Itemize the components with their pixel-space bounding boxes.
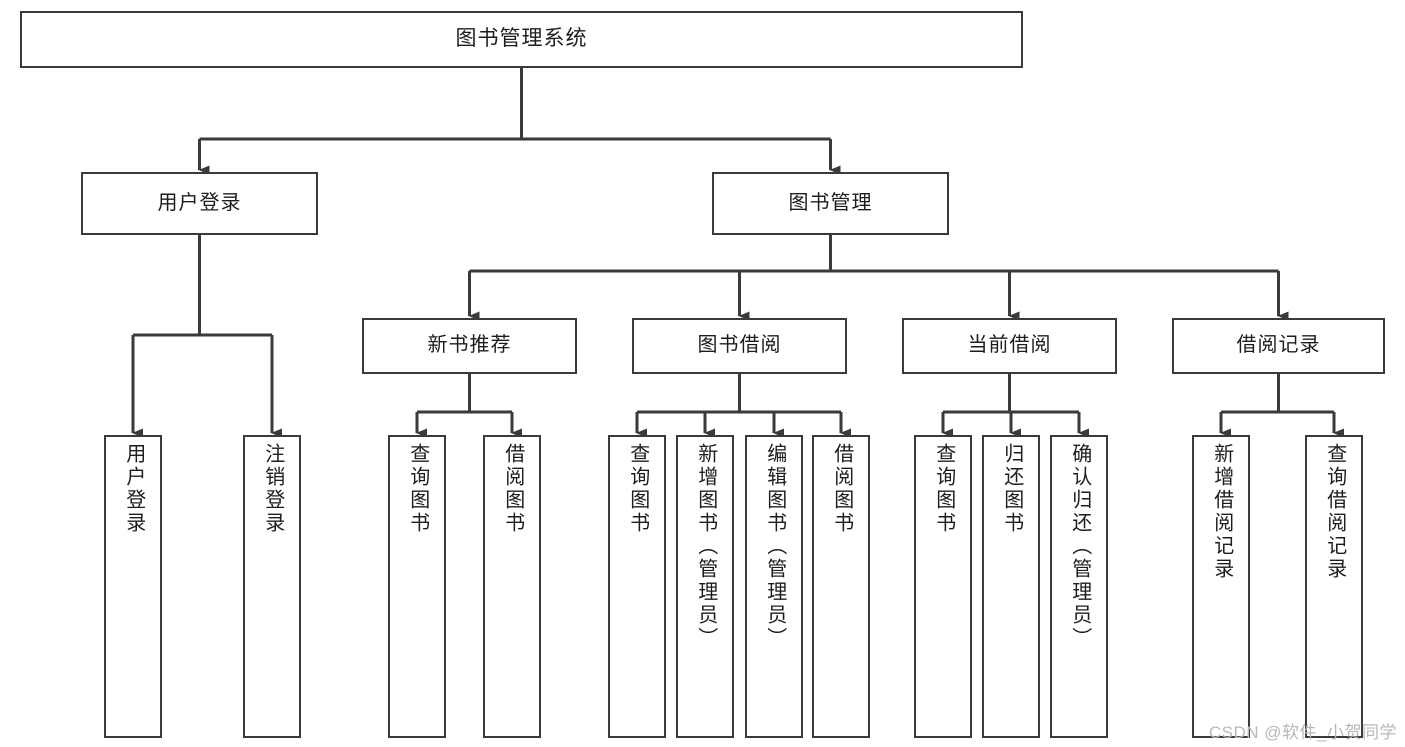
node-label-l2: 注销登录: [261, 443, 284, 535]
node-c3[interactable]: 确认归还（管理员）: [1050, 435, 1108, 738]
node-n2[interactable]: 借阅图书: [483, 435, 541, 738]
node-r2[interactable]: 查询借阅记录: [1305, 435, 1363, 738]
node-current[interactable]: 当前借阅: [902, 318, 1117, 374]
node-r1[interactable]: 新增借阅记录: [1192, 435, 1250, 738]
node-b3[interactable]: 编辑图书（管理员）: [745, 435, 803, 738]
node-label-b2: 新增图书（管理员）: [694, 443, 717, 650]
node-label-borrow: 图书借阅: [697, 334, 782, 357]
node-label-bookmgmt: 图书管理: [788, 191, 873, 214]
node-n1[interactable]: 查询图书: [388, 435, 446, 738]
node-label-newbook: 新书推荐: [427, 334, 512, 357]
node-label-root: 图书管理系统: [455, 27, 588, 51]
node-root[interactable]: 图书管理系统: [20, 11, 1023, 68]
node-c1[interactable]: 查询图书: [914, 435, 972, 738]
node-l2[interactable]: 注销登录: [243, 435, 301, 738]
node-records[interactable]: 借阅记录: [1172, 318, 1385, 374]
node-login[interactable]: 用户登录: [81, 172, 318, 235]
node-label-b3: 编辑图书（管理员）: [763, 443, 786, 650]
node-c2[interactable]: 归还图书: [982, 435, 1040, 738]
node-newbook[interactable]: 新书推荐: [362, 318, 577, 374]
node-label-records: 借阅记录: [1236, 334, 1321, 357]
node-borrow[interactable]: 图书借阅: [632, 318, 847, 374]
edge-group: [131, 68, 1344, 438]
node-b4[interactable]: 借阅图书: [812, 435, 870, 738]
node-label-c2: 归还图书: [1000, 443, 1023, 535]
node-label-l1: 用户登录: [122, 443, 145, 535]
node-label-n2: 借阅图书: [501, 443, 524, 535]
node-label-c1: 查询图书: [932, 443, 955, 535]
node-b2[interactable]: 新增图书（管理员）: [676, 435, 734, 738]
node-label-c3: 确认归还（管理员）: [1068, 443, 1091, 650]
node-label-r1: 新增借阅记录: [1210, 443, 1233, 581]
node-label-b4: 借阅图书: [830, 443, 853, 535]
node-label-b1: 查询图书: [626, 443, 649, 535]
node-l1[interactable]: 用户登录: [104, 435, 162, 738]
node-b1[interactable]: 查询图书: [608, 435, 666, 738]
node-label-login: 用户登录: [157, 191, 242, 214]
node-label-r2: 查询借阅记录: [1323, 443, 1346, 581]
node-label-n1: 查询图书: [406, 443, 429, 535]
node-bookmgmt[interactable]: 图书管理: [712, 172, 949, 235]
node-label-current: 当前借阅: [967, 334, 1052, 357]
